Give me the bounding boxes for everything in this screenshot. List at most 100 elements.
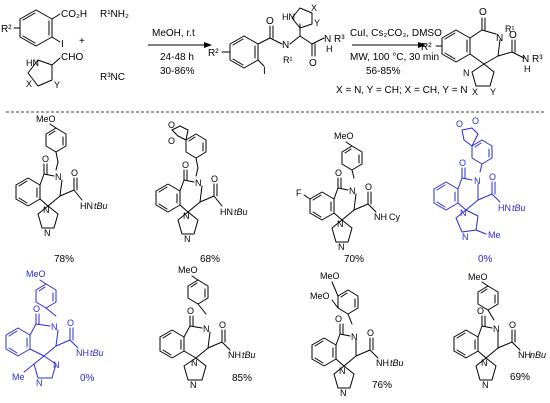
ex4-o4: O (489, 172, 496, 182)
ex3-n2: N (337, 219, 344, 229)
ex2-n2: N (183, 211, 190, 221)
ex2-o3: O (182, 160, 189, 170)
step1-conditions-2: 24-48 h (160, 52, 194, 63)
step1-conditions-1: MeOH, r.t (152, 28, 195, 39)
ex1-hn: HN (80, 201, 93, 211)
prod-o1: O (479, 7, 487, 18)
step2-yield: 56-85% (366, 66, 401, 77)
ex6-n3: N (190, 380, 197, 390)
int-x: X (311, 3, 317, 13)
iodo-label: I (61, 39, 64, 50)
plus-sign: + (79, 36, 85, 47)
ex3-meo: MeO (334, 131, 354, 141)
example-4: O O O N O N N HN tBu Me 0% (433, 116, 526, 265)
ex1-n3: N (44, 228, 51, 238)
ex3-n: N (349, 186, 356, 196)
step1-yield: 30-86% (160, 66, 195, 77)
y-label: Y (54, 80, 60, 90)
ex6-meo: MeO (178, 265, 198, 275)
ex4-n2: N (460, 208, 467, 218)
step2-arrowhead (418, 42, 426, 48)
ex5-n2: N (36, 378, 43, 388)
ex7-o: O (335, 314, 342, 324)
ex4-me: Me (488, 230, 501, 240)
isocyanide-label: R³NC (100, 72, 125, 83)
ex5-me: Me (12, 372, 25, 382)
ex2-o2: O (168, 136, 175, 146)
x-label: X (26, 79, 32, 89)
step1-arrowhead (204, 42, 212, 48)
int-y: Y (314, 18, 320, 28)
ex3-f: F (296, 188, 302, 198)
ex8-nh: NH (518, 350, 531, 360)
int-amide-n: N (324, 34, 331, 45)
ugi-intermediate: R² I N R¹ O O HN X Y N H R³ (208, 3, 345, 77)
ex2-tbu: tBu (234, 207, 248, 217)
hn-label: HN (26, 58, 39, 68)
ex8-n: N (493, 324, 500, 334)
ex4-yield: 0% (478, 254, 493, 265)
step2-conditions-1: CuI, Cs₂CO₃, DMSO (350, 28, 442, 39)
example-3: MeO F O N O N N NH Cy 70% (296, 131, 400, 265)
prod-amide-h: H (524, 64, 531, 74)
int-iodo: I (263, 66, 266, 77)
int-amide-h: H (326, 44, 333, 54)
int-r3: R³ (334, 34, 345, 45)
ex1-o: O (42, 154, 49, 164)
ex5-yield: 0% (80, 373, 95, 384)
ex6-n: N (203, 324, 210, 334)
ex4-o2: O (472, 116, 479, 126)
co2h-label: CO₂H (61, 9, 87, 20)
ex1-meo: MeO (36, 114, 56, 124)
ex6-o2: O (219, 320, 226, 330)
ex3-o: O (335, 168, 342, 178)
ex2-hn: HN (220, 207, 233, 217)
starting-material-imidazole-aldehyde: CHO HN X Y (26, 52, 83, 90)
step2-conditions-2: MW, 100 °C, 30 min (350, 52, 439, 63)
prod-x: X (472, 87, 478, 97)
ex7-tbu: tBu (390, 358, 404, 368)
starting-material-iodobenzoic-acid: R² CO₂H I (1, 9, 87, 50)
ex6-o: O (187, 306, 194, 316)
xy-definition: X = N, Y = CH; X = CH, Y = N (336, 85, 468, 96)
ex8-o2: O (509, 320, 516, 330)
ex5-nh: NH (76, 348, 89, 358)
int-o1: O (266, 16, 274, 27)
ex1-n: N (55, 172, 62, 182)
ex3-n3: N (338, 242, 345, 252)
ex3-cy: Cy (389, 212, 400, 222)
example-7: MeO MeO O N O N N NH tBu 76% (310, 271, 404, 398)
example-6: MeO O N O N N NH tBu 85% (159, 265, 256, 390)
ex5-n3: N (53, 360, 60, 370)
ex7-n3: N (340, 388, 347, 398)
int-o2: O (309, 58, 317, 69)
ex7-meo1: MeO (320, 271, 340, 281)
ex8-n3: N (482, 380, 489, 390)
ex6-n2: N (191, 358, 198, 368)
ex5-tbu: tBu (90, 348, 104, 358)
ex7-nh: NH (376, 358, 389, 368)
ex2-o1: O (168, 120, 175, 130)
ex5-n: N (51, 322, 58, 332)
example-8: MeO O N O N N NH nBu 69% (453, 272, 546, 390)
cho-label: CHO (61, 52, 83, 63)
ex6-tbu: tBu (242, 350, 256, 360)
int-n: N (282, 40, 289, 51)
ex7-o2: O (367, 328, 374, 338)
ex1-yield: 78% (54, 254, 74, 265)
ex4-o3: O (459, 158, 466, 168)
ex7-n: N (351, 332, 358, 342)
ex6-nh: NH (228, 350, 241, 360)
ex8-nbu: nBu (530, 350, 546, 360)
prod-r1: R¹ (505, 24, 515, 34)
ex8-n2: N (481, 358, 488, 368)
prod-r2: R² (421, 42, 432, 53)
prod-r3: R³ (532, 54, 543, 65)
prod-n2: N (463, 68, 470, 78)
ex8-yield: 69% (510, 372, 530, 383)
ex2-o4: O (211, 174, 218, 184)
ex4-hn: HN (498, 203, 511, 213)
benzodiazepine-product: O N R¹ O R² N X Y N H R³ (421, 7, 543, 97)
ex8-meo: MeO (468, 272, 488, 282)
